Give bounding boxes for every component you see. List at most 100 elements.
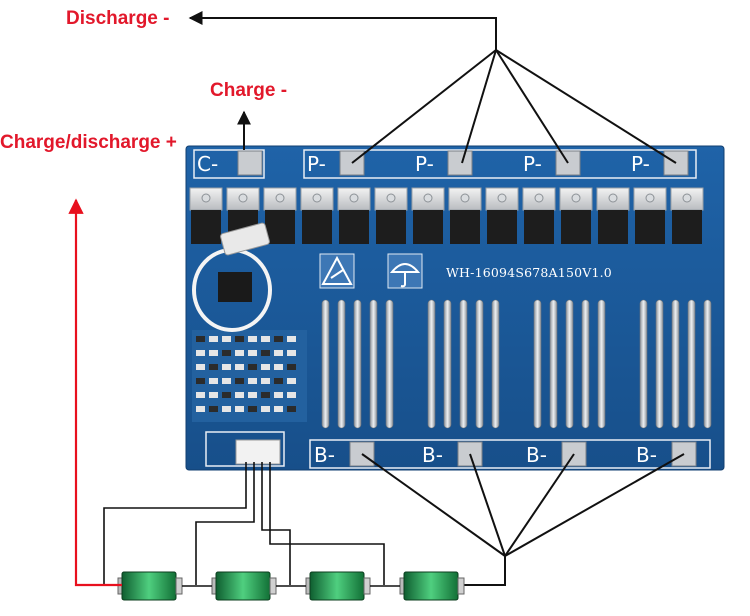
b-pad-strip [309,439,711,469]
battery-cell [305,571,371,601]
smd-component [222,336,231,342]
mosfet [300,187,334,244]
smd-component [222,406,231,412]
mosfet [596,187,630,244]
b-pad-label-2: B- [422,443,443,467]
smd-component [274,392,283,398]
smd-component [222,378,231,384]
smd-component [274,378,283,384]
smd-component [235,406,244,412]
battery-cell [117,571,183,601]
smd-component [196,392,205,398]
shunt-bar [565,299,574,429]
p-pad-connection-lines [188,11,677,164]
smd-component [235,350,244,356]
battery-pack [117,571,465,601]
smd-component [261,350,270,356]
discharge-neg-label: Discharge - [66,8,170,29]
smd-component [287,350,296,356]
smd-component [274,336,283,342]
smd-component [261,392,270,398]
smd-component [248,350,257,356]
balance-wires [103,462,385,586]
b-pad-label-4: B- [636,443,657,467]
b-pad-connection-lines [361,453,685,586]
shunt-bar [687,299,696,429]
shunt-bar [443,299,452,429]
b-pad-label-3: B- [526,443,547,467]
smd-components [196,336,296,412]
c-pad-label: C- [197,152,219,176]
p-pad-strip [303,149,697,179]
smd-component [209,406,218,412]
smd-component [235,364,244,370]
smd-component [287,336,296,342]
shunt-bar [459,299,468,429]
mosfet [559,187,593,244]
smd-component [196,350,205,356]
smd-component [261,364,270,370]
battery-cell [211,571,277,601]
mosfet [485,187,519,244]
smd-component [274,406,283,412]
board-model-number: WH-16094S678A150V1.0 [446,265,612,280]
positive-wire [68,198,122,587]
c-pad [237,150,263,176]
shunt-bar [353,299,362,429]
mosfet [337,187,371,244]
smd-component [209,336,218,342]
bms-board [185,145,725,471]
shunt-bar [703,299,712,429]
shunt-bar [385,299,394,429]
mosfet [189,187,223,244]
p-pad-label-3: P- [523,152,542,176]
smd-component [274,350,283,356]
mosfet [263,187,297,244]
smd-component [261,406,270,412]
smd-component [287,392,296,398]
shunt-bar [475,299,484,429]
p-pad-2 [447,150,473,176]
smd-component [287,406,296,412]
shunt-bar [369,299,378,429]
smd-component [235,378,244,384]
esd-warning-icon [319,253,355,289]
charge-neg-label: Charge - [210,80,288,101]
p-pad-label-1: P- [307,152,326,176]
smd-component [261,378,270,384]
control-ic [218,272,252,302]
shunt-bar [581,299,590,429]
p-pad-label-2: P- [415,152,434,176]
smd-component [222,364,231,370]
battery-cell [399,571,465,601]
smd-component [235,336,244,342]
shunt-bar [655,299,664,429]
shunt-resistors [321,299,712,429]
b-pad-label-1: B- [314,443,335,467]
mosfet-row [189,187,704,244]
smd-component [287,364,296,370]
shunt-bar [597,299,606,429]
smd-component [248,406,257,412]
shunt-bar [321,299,330,429]
smd-component [196,378,205,384]
smd-component [274,364,283,370]
shunt-bar [533,299,542,429]
mosfet [670,187,704,244]
keep-dry-umbrella-icon [387,253,423,289]
smd-component [261,336,270,342]
mosfet [522,187,556,244]
shunt-bar [639,299,648,429]
temperature-sensor [220,222,270,256]
mosfet [411,187,445,244]
smd-component [196,406,205,412]
shunt-bar [337,299,346,429]
c-pad-frame [193,149,265,179]
smd-component [222,350,231,356]
smd-component [209,378,218,384]
smd-component [248,364,257,370]
balance-connector [235,439,281,465]
b-pad-3 [561,441,587,467]
smd-component [196,336,205,342]
